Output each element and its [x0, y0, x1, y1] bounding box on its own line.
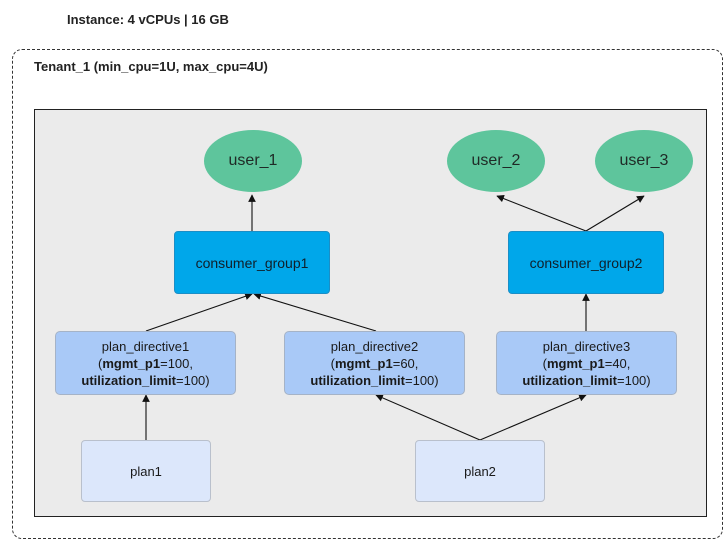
directive-mgmt-value: =40,: [604, 355, 631, 371]
plan-node-2: plan2: [415, 440, 545, 502]
directive-name: plan_directive1: [101, 338, 190, 354]
directive-mgmt-key: mgmt_p1: [334, 355, 393, 371]
consumer-group-label: consumer_group1: [195, 254, 309, 271]
edge-plan2-to-directive2: [375, 394, 481, 441]
directive-util-key: utilization_limit: [81, 372, 176, 388]
directive-util-key: utilization_limit: [310, 372, 405, 388]
user-node-2: user_2: [447, 130, 545, 192]
directive-util-value: =100): [176, 372, 210, 388]
user-node-3: user_3: [595, 130, 693, 192]
plan-directive-node-2: plan_directive2 (mgmt_p1=60, utilization…: [284, 331, 465, 395]
user-node-label: user_1: [228, 152, 278, 169]
directive-mgmt-key: mgmt_p1: [102, 355, 161, 371]
directive-open-paren: (: [97, 355, 103, 371]
edge-directive1-to-consumer-group1: [145, 292, 253, 332]
instance-title: Instance: 4 vCPUs | 16 GB: [67, 12, 229, 27]
user-node-label: user_3: [619, 152, 669, 169]
plan-directive-node-3: plan_directive3 (mgmt_p1=40, utilization…: [496, 331, 677, 395]
directive-util-key: utilization_limit: [522, 372, 617, 388]
edge-directive2-to-consumer-group1: [253, 292, 377, 332]
consumer-group-label: consumer_group2: [529, 254, 643, 271]
edge-consumer-group2-to-user3: [585, 195, 645, 232]
user-node-label: user_2: [471, 152, 521, 169]
plan-label: plan2: [464, 463, 496, 479]
directive-util-value: =100): [405, 372, 439, 388]
user-node-1: user_1: [204, 130, 302, 192]
tenant-title: Tenant_1 (min_cpu=1U, max_cpu=4U): [34, 59, 268, 74]
edge-consumer-group2-to-user2: [496, 194, 587, 232]
directive-util-value: =100): [617, 372, 651, 388]
directive-open-paren: (: [542, 355, 547, 371]
directive-open-paren: (: [330, 355, 335, 371]
consumer-group-node-2: consumer_group2: [508, 231, 664, 294]
plan-node-1: plan1: [81, 440, 211, 502]
directive-mgmt-value: =60,: [392, 355, 419, 371]
directive-name: plan_directive3: [542, 338, 631, 354]
tenant-boundary: [12, 49, 723, 539]
plan-directive-node-1: plan_directive1 (mgmt_p1=100, utilizatio…: [55, 331, 236, 395]
consumer-group-node-1: consumer_group1: [174, 231, 330, 294]
edge-plan2-to-directive3: [479, 394, 587, 441]
plan-label: plan1: [130, 463, 162, 479]
directive-mgmt-key: mgmt_p1: [546, 355, 605, 371]
directive-name: plan_directive2: [330, 338, 419, 354]
directive-mgmt-value: =100,: [160, 355, 194, 371]
